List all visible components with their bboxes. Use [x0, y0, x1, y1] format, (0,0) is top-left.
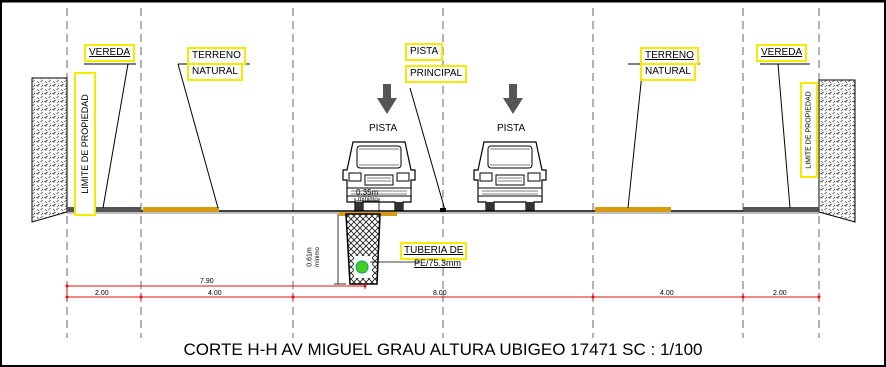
dimension-pista: 8.00	[433, 290, 447, 297]
label-vereda-right: VEREDA	[756, 44, 808, 62]
dimension-ticks	[65, 284, 821, 299]
leader-lines	[84, 63, 810, 211]
label-natural-right: NATURAL	[640, 63, 696, 81]
label-cover-top-2: mínimo	[358, 197, 378, 203]
vereda-strip-left	[67, 207, 141, 212]
dimension-terreno-right: 4.00	[660, 290, 674, 297]
label-cover-top: 0.35m	[356, 188, 379, 197]
pipe-icon	[355, 260, 369, 274]
dimension-total: 7.90	[200, 278, 214, 285]
label-natural-left: NATURAL	[187, 63, 243, 81]
label-depth-min-text: mínimo	[315, 247, 321, 267]
axis-lines	[66, 8, 820, 338]
label-pista: PISTA	[405, 43, 444, 61]
soil-right	[818, 79, 856, 223]
vehicle-icon	[473, 141, 547, 211]
label-pista-arrow-left: PISTA	[366, 122, 401, 136]
label-tuberia-1: TUBERIA DE	[400, 242, 468, 260]
label-limite-right: LIMITE DE PROPIEDAD	[800, 82, 818, 178]
soil-left	[31, 77, 68, 223]
label-tuberia-2: PE/75.3mm	[414, 258, 462, 268]
arrow-down-icon	[377, 84, 397, 114]
dimension-vereda-left: 2.00	[95, 290, 109, 297]
dimension-terreno-left: 4.00	[208, 290, 222, 297]
label-limite-left: LIMITE DE PROPIEDAD	[74, 72, 96, 216]
label-depth-min: mínimo	[312, 238, 324, 276]
terreno-strip-left	[143, 207, 219, 212]
dimension-vereda-right: 2.00	[773, 290, 787, 297]
label-vereda-left: VEREDA	[84, 44, 136, 62]
drawing-title: CORTE H-H AV MIGUEL GRAU ALTURA UBIGEO 1…	[183, 340, 703, 359]
arrow-down-icon	[503, 84, 523, 114]
label-principal: PRINCIPAL	[405, 65, 468, 83]
label-pista-arrow-right: PISTA	[494, 122, 529, 136]
terreno-strip-right	[595, 207, 671, 212]
vereda-strip-right	[743, 207, 819, 212]
